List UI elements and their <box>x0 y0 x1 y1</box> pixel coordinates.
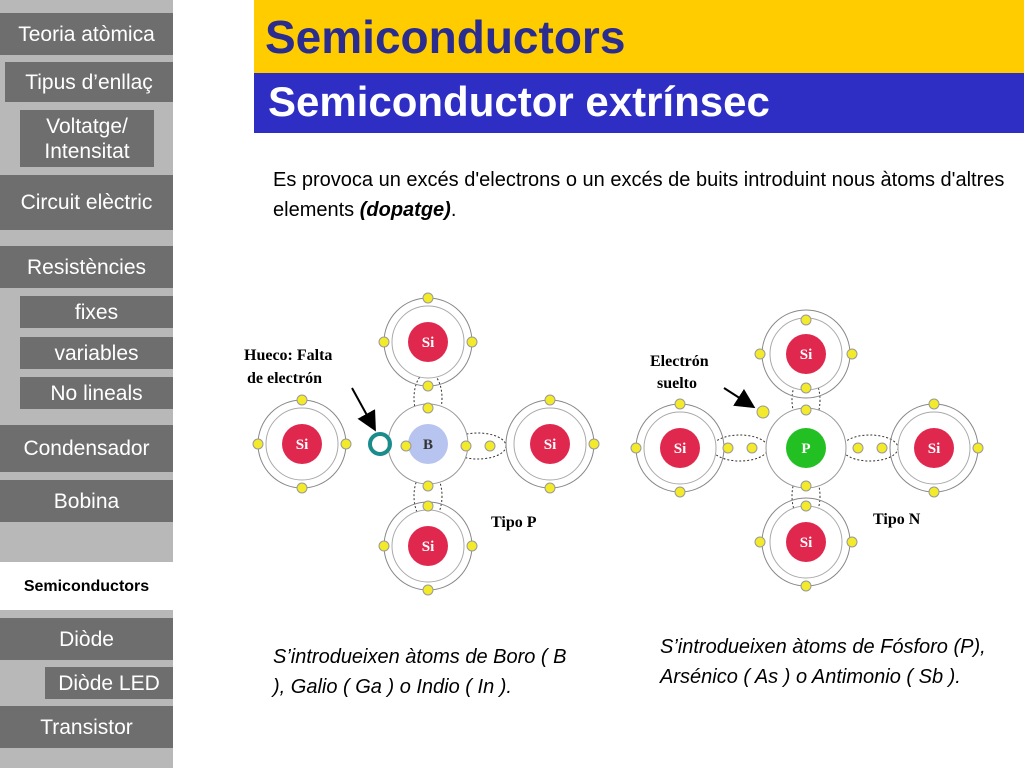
atom-label: Si <box>928 441 941 457</box>
bond-n-bottom <box>791 469 821 523</box>
nav-tipus-enllac[interactable]: Tipus d’enllaç <box>5 62 173 102</box>
atom-p-center-boron: B <box>387 403 469 485</box>
hole-arrow <box>351 387 376 432</box>
electron-annotation-line2: suelto <box>657 375 697 392</box>
nav-semiconductors[interactable]: Semiconductors <box>0 562 173 610</box>
si-nucleus <box>408 322 448 362</box>
page-title: Semiconductors <box>265 11 626 63</box>
nav-bobina[interactable]: Bobina <box>0 480 173 522</box>
nav-fixes[interactable]: fixes <box>20 296 173 328</box>
intro-bold-term: (dopatge) <box>359 199 451 221</box>
nav-resistencies[interactable]: Resistències <box>0 246 173 288</box>
caption-p-type: S’introdueixen àtoms de Boro ( B ), Gali… <box>273 646 567 698</box>
caption-n-type: S’introdueixen àtoms de Fósforo (P), Ars… <box>660 636 986 688</box>
atom-n-center-phosphorus: P <box>765 407 847 489</box>
atom-label: Si <box>422 539 435 555</box>
bond-p-top <box>413 371 443 425</box>
atom-p-bottom: Si <box>378 501 478 596</box>
intro-text: Es provoca un excés d'electrons o un exc… <box>273 169 1005 221</box>
electron-annotation-line1: Electrón <box>650 353 709 370</box>
atom-n-right: Si <box>889 398 984 498</box>
title-bar <box>254 0 1024 73</box>
atom-n-top: Si <box>754 309 858 399</box>
electron-arrow <box>723 387 756 409</box>
boron-nucleus <box>408 424 448 464</box>
bond-n-left <box>711 434 769 462</box>
nav-teoria-atomica[interactable]: Teoria atòmica <box>0 13 173 55</box>
atom-p-top: Si <box>378 292 478 387</box>
nav-no-lineals[interactable]: No lineals <box>20 377 173 409</box>
p-type-label: Tipo P <box>491 514 537 531</box>
nav-circuit-electric[interactable]: Circuit elèctric <box>0 175 173 230</box>
n-type-label: Tipo N <box>873 511 921 528</box>
intro-end: . <box>450 199 457 221</box>
hole-annotation-line1: Hueco: Falta <box>244 347 332 364</box>
sidebar-nav: Teoria atòmica Tipus d’enllaç Voltatge/ … <box>0 0 173 768</box>
phosphorus-nucleus <box>786 428 826 468</box>
atom-label: Si <box>800 535 813 551</box>
atom-label: Si <box>800 347 813 363</box>
si-nucleus <box>282 424 322 464</box>
atom-n-left: Si <box>630 398 725 498</box>
si-nucleus <box>530 424 570 464</box>
page-subtitle: Semiconductor extrínsec <box>268 78 770 125</box>
nav-diode-led[interactable]: Diòde LED <box>45 667 173 699</box>
atom-p-right: Si <box>505 394 600 494</box>
diagram-n-type: Si Si Si Si <box>630 309 984 592</box>
nav-transistor[interactable]: Transistor <box>0 706 173 748</box>
subtitle-bar <box>254 73 1024 133</box>
nav-voltatge-intensitat[interactable]: Voltatge/ Intensitat <box>20 110 154 167</box>
atom-n-bottom: Si <box>754 497 858 592</box>
nav-diode[interactable]: Diòde <box>0 618 173 660</box>
nav-condensador[interactable]: Condensador <box>0 425 173 472</box>
si-nucleus <box>408 526 448 566</box>
diagram-p-type: Si Si Si <box>244 292 600 596</box>
atom-label: Si <box>674 441 687 457</box>
free-electron <box>756 405 770 419</box>
intro-paragraph: Es provoca un excés d'electrons o un exc… <box>273 165 1013 225</box>
atom-label: Si <box>422 335 435 351</box>
atom-label: Si <box>296 437 309 453</box>
hole-marker <box>368 432 392 456</box>
hole-annotation-line2: de electrón <box>247 370 322 387</box>
nav-variables[interactable]: variables <box>20 337 173 369</box>
atom-label: P <box>801 441 810 457</box>
bond-p-bottom <box>413 469 443 523</box>
atom-p-left: Si <box>252 394 352 494</box>
atom-label: B <box>423 437 433 453</box>
bond-n-top <box>791 373 821 427</box>
atom-label: Si <box>544 437 557 453</box>
